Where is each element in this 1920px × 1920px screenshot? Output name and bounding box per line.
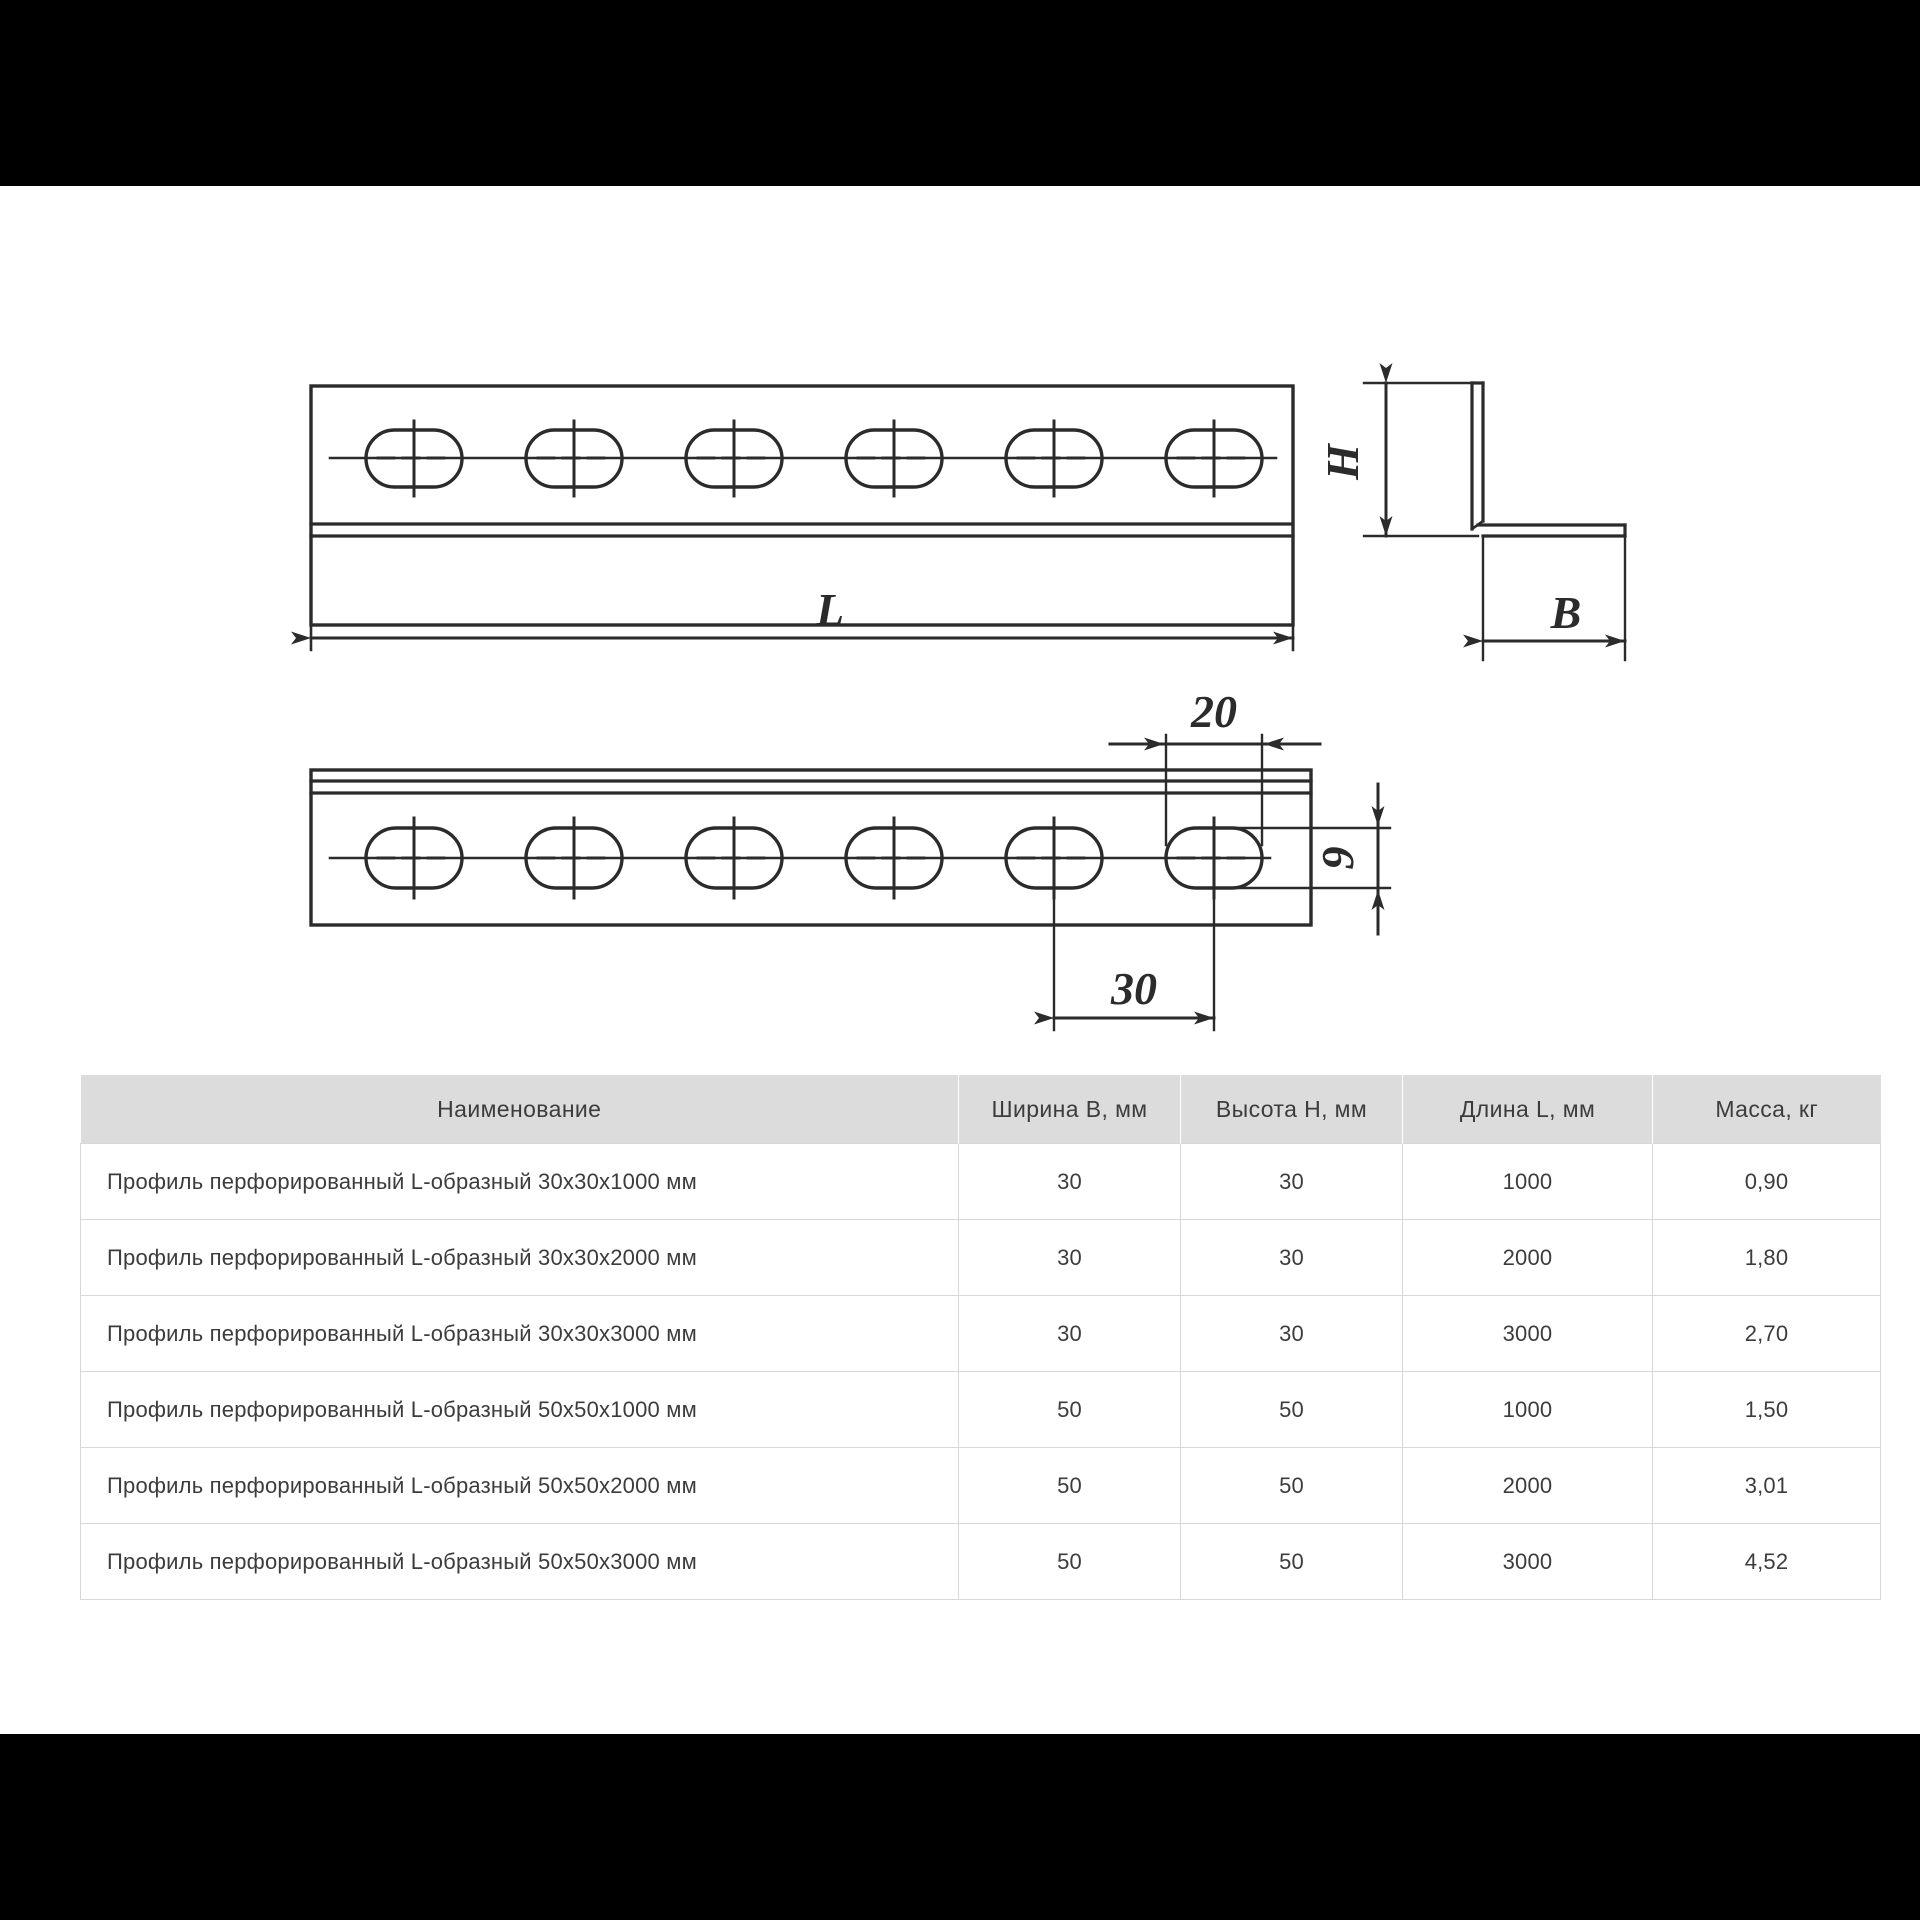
cell-width: 50 (958, 1447, 1181, 1524)
cell-name: Профиль перфорированный L-образный 50x50… (80, 1523, 959, 1600)
detail-view-group: 20 9 30 (309, 686, 1392, 1032)
slot-row-front (364, 419, 1264, 498)
dimension-label-pitch: 30 (1110, 963, 1157, 1014)
table-row: Профиль перфорированный L-образный 50x50… (80, 1447, 1881, 1524)
cell-height: 30 (1180, 1143, 1403, 1220)
cell-width: 30 (958, 1295, 1181, 1372)
cell-height: 50 (1180, 1523, 1403, 1600)
cell-length: 3000 (1402, 1295, 1653, 1372)
column-header-height: Высота H, мм (1180, 1075, 1403, 1144)
section-view-group: H B (1317, 363, 1627, 662)
front-view-group: L (291, 384, 1295, 652)
cell-name: Профиль перфорированный L-образный 30x30… (80, 1295, 959, 1372)
column-header-name: Наименование (80, 1075, 959, 1144)
column-header-mass: Масса, кг (1652, 1075, 1881, 1144)
cell-length: 1000 (1402, 1143, 1653, 1220)
table-row: Профиль перфорированный L-образный 30x30… (80, 1143, 1881, 1220)
content-canvas: L (0, 186, 1920, 1734)
dimension-label-slot-length: 20 (1190, 686, 1237, 737)
column-header-width: Ширина B, мм (958, 1075, 1181, 1144)
specification-table-area: Наименование Ширина B, мм Высота H, мм Д… (80, 1075, 1881, 1600)
dimension-label-H: H (1317, 443, 1368, 481)
cell-name: Профиль перфорированный L-образный 50x50… (80, 1447, 959, 1524)
cell-mass: 3,01 (1652, 1447, 1881, 1524)
cell-height: 30 (1180, 1295, 1403, 1372)
cell-mass: 1,50 (1652, 1371, 1881, 1448)
column-header-length: Длина L, мм (1402, 1075, 1653, 1144)
cell-width: 50 (958, 1523, 1181, 1600)
cell-length: 2000 (1402, 1447, 1653, 1524)
table-row: Профиль перфорированный L-образный 50x50… (80, 1371, 1881, 1448)
dimension-label-B: B (1550, 587, 1582, 638)
cell-mass: 2,70 (1652, 1295, 1881, 1372)
table-row: Профиль перфорированный L-образный 30x30… (80, 1219, 1881, 1296)
cell-mass: 1,80 (1652, 1219, 1881, 1296)
cell-mass: 0,90 (1652, 1143, 1881, 1220)
table-row: Профиль перфорированный L-образный 50x50… (80, 1523, 1881, 1600)
cell-height: 50 (1180, 1447, 1403, 1524)
cell-height: 30 (1180, 1219, 1403, 1296)
table-header-row: Наименование Ширина B, мм Высота H, мм Д… (80, 1075, 1881, 1144)
cell-name: Профиль перфорированный L-образный 30x30… (80, 1219, 959, 1296)
cell-mass: 4,52 (1652, 1523, 1881, 1600)
cell-length: 1000 (1402, 1371, 1653, 1448)
specification-table: Наименование Ширина B, мм Высота H, мм Д… (80, 1075, 1881, 1600)
cell-length: 3000 (1402, 1523, 1653, 1600)
table-row: Профиль перфорированный L-образный 30x30… (80, 1295, 1881, 1372)
cell-width: 30 (958, 1219, 1181, 1296)
cell-name: Профиль перфорированный L-образный 30x30… (80, 1143, 959, 1220)
cell-height: 50 (1180, 1371, 1403, 1448)
cell-name: Профиль перфорированный L-образный 50x50… (80, 1371, 959, 1448)
cell-width: 30 (958, 1143, 1181, 1220)
technical-drawing: L (291, 363, 1627, 1032)
cell-length: 2000 (1402, 1219, 1653, 1296)
dimension-label-L: L (815, 584, 844, 635)
cell-width: 50 (958, 1371, 1181, 1448)
dimension-label-slot-width: 9 (1312, 847, 1363, 870)
